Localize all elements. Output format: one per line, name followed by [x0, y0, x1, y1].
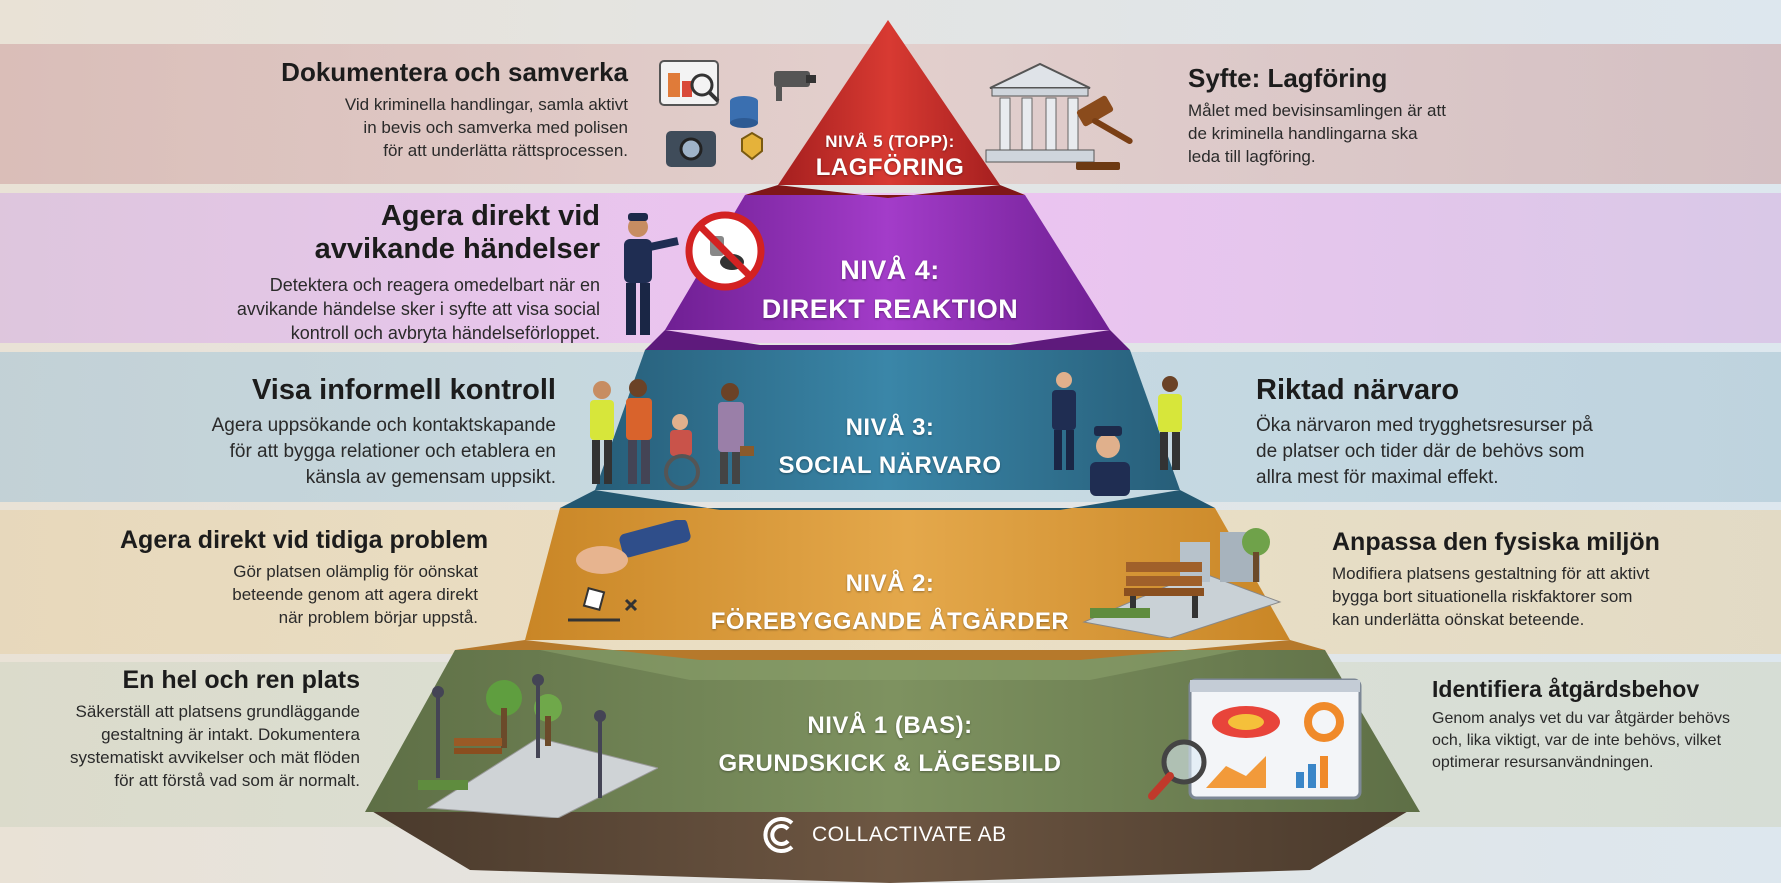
- right-block-level-2: Anpassa den fysiska miljön Modifiera pla…: [1332, 528, 1732, 632]
- left-text-level-4: kontroll och avbryta händelseförloppet.: [290, 323, 600, 344]
- right-text-level-2: bygga bort situationella riskfaktorer so…: [1332, 586, 1633, 606]
- brand-name: COLLACTIVATE AB: [812, 823, 1007, 846]
- level-3-name: SOCIAL NÄRVARO: [778, 452, 1002, 479]
- collactivate-logo: [763, 817, 794, 853]
- analytics-dashboard-icon: [1148, 678, 1362, 800]
- right-text-level-5: leda till lagföring.: [1188, 146, 1316, 166]
- left-text-level-3: Agera uppsökande och kontaktskapande: [211, 415, 556, 437]
- right-text-level-2: kan underlätta oönskat beteende.: [1332, 609, 1585, 629]
- level-5-title: NIVÅ 5 (TOPP):: [825, 132, 955, 151]
- level-2-name: FÖREBYGGANDE ÅTGÄRDER: [710, 608, 1070, 635]
- left-heading-level-4: Agera direkt vid: [380, 200, 600, 232]
- right-heading-level-1: Identifiera åtgärdsbehov: [1432, 676, 1700, 702]
- gavel-icon: [1076, 95, 1133, 170]
- hand-litter-icon: [568, 520, 691, 622]
- right-text-level-3: allra mest för maximal effekt.: [1256, 466, 1499, 488]
- left-heading-level-4: avvikande händelser: [314, 233, 600, 266]
- brand: COLLACTIVATE AB: [762, 815, 1007, 855]
- park-path-icon: [418, 674, 658, 818]
- left-block-level-5: Dokumentera och samverka Vid kriminella …: [200, 57, 628, 163]
- right-text-level-3: de platser och tider där de behövs som: [1256, 440, 1585, 462]
- level-1-title: NIVÅ 1 (BAS):: [807, 712, 973, 739]
- left-text-level-4: Detektera och reagera omedelbart när en: [269, 274, 600, 295]
- right-heading-level-3: Riktad närvaro: [1256, 374, 1460, 406]
- level-3-title: NIVÅ 3:: [845, 414, 935, 441]
- patrol-officers-icon: [1052, 372, 1182, 496]
- right-text-level-3: Öka närvaron med trygghetsresurser på: [1256, 415, 1593, 437]
- left-text-level-1: Säkerställ att platsens grundläggande: [75, 701, 360, 721]
- pyramid-tier-4: [665, 195, 1110, 330]
- level-5-name: LAGFÖRING: [815, 154, 965, 181]
- courthouse-icon: [985, 62, 1133, 170]
- left-text-level-1: gestaltning är intakt. Dokumentera: [101, 724, 360, 744]
- left-heading-level-5: Dokumentera och samverka: [281, 57, 628, 87]
- level-4-name: DIREKT REAKTION: [761, 294, 1019, 324]
- right-text-level-1: Genom analys vet du var åtgärder behövs: [1432, 710, 1730, 728]
- no-graffiti-icon: [685, 211, 765, 291]
- right-text-level-5: Målet med bevisinsamlingen är att: [1188, 100, 1446, 120]
- pyramid-tier-2: [525, 508, 1290, 640]
- left-heading-level-1: En hel och ren plats: [122, 666, 360, 694]
- left-heading-level-3: Visa informell kontroll: [251, 374, 556, 406]
- police-officer-icon: [624, 213, 679, 335]
- level-2-label: NIVÅ 2: FÖREBYGGANDE ÅTGÄRDER: [700, 570, 1080, 636]
- left-heading-level-2: Agera direkt vid tidiga problem: [120, 526, 489, 554]
- evidence-icons: [659, 60, 816, 167]
- pyramid-base: [370, 810, 1410, 883]
- level-2-title: NIVÅ 2:: [845, 570, 935, 597]
- right-heading-level-2: Anpassa den fysiska miljön: [1332, 528, 1660, 556]
- level-1-label: NIVÅ 1 (BAS): GRUNDSKICK & LÄGESBILD: [700, 712, 1080, 778]
- left-block-level-3: Visa informell kontroll Agera uppsökande…: [120, 374, 556, 490]
- level-3-label: NIVÅ 3: SOCIAL NÄRVARO: [740, 414, 1040, 480]
- left-block-level-4: Agera direkt vid avvikande händelser Det…: [180, 200, 600, 346]
- level-4-title: NIVÅ 4:: [840, 255, 940, 285]
- left-block-level-2: Agera direkt vid tidiga problem Gör plat…: [120, 526, 500, 630]
- left-text-level-2: när problem börjar uppstå.: [278, 607, 478, 627]
- level-1-name: GRUNDSKICK & LÄGESBILD: [718, 750, 1062, 777]
- park-bench-icon: [1082, 528, 1282, 638]
- right-block-level-1: Identifiera åtgärdsbehov Genom analys ve…: [1432, 676, 1762, 773]
- right-block-level-5: Syfte: Lagföring Målet med bevisinsamlin…: [1188, 63, 1548, 169]
- left-text-level-5: Vid kriminella handlingar, samla aktivt: [344, 94, 628, 114]
- right-text-level-1: optimerar resursanvändningen.: [1432, 753, 1654, 771]
- pyramid-tier-5: [778, 20, 1000, 185]
- right-block-level-3: Riktad närvaro Öka närvaron med trygghet…: [1256, 374, 1676, 490]
- right-heading-level-5: Syfte: Lagföring: [1188, 63, 1388, 93]
- right-text-level-1: och, lika viktigt, var de inte behövs, v…: [1432, 732, 1722, 750]
- level-4-label: NIVÅ 4: DIREKT REAKTION: [740, 255, 1040, 325]
- left-text-level-3: för att bygga relationer och etablera en: [229, 440, 556, 462]
- left-text-level-2: beteende genom att agera direkt: [232, 584, 478, 604]
- left-block-level-1: En hel och ren plats Säkerställ att plat…: [40, 666, 360, 793]
- left-text-level-1: systematiskt avvikelser och mät flöden: [69, 747, 360, 767]
- right-text-level-5: de kriminella handlingarna ska: [1188, 123, 1418, 143]
- left-text-level-5: för att underlätta rättsprocessen.: [383, 140, 628, 160]
- right-text-level-2: Modifiera platsens gestaltning för att a…: [1332, 563, 1650, 583]
- left-text-level-5: in bevis och samverka med polisen: [363, 117, 628, 137]
- community-people-icon: [590, 379, 754, 490]
- left-text-level-3: känsla av gemensam uppsikt.: [305, 466, 556, 488]
- left-text-level-2: Gör platsen olämplig för oönskat: [233, 561, 478, 581]
- left-text-level-1: för att förstå vad som är normalt.: [114, 770, 360, 790]
- level-5-label: NIVÅ 5 (TOPP): LAGFÖRING: [790, 132, 990, 182]
- left-text-level-4: avvikande händelse sker i syfte att visa…: [236, 298, 600, 319]
